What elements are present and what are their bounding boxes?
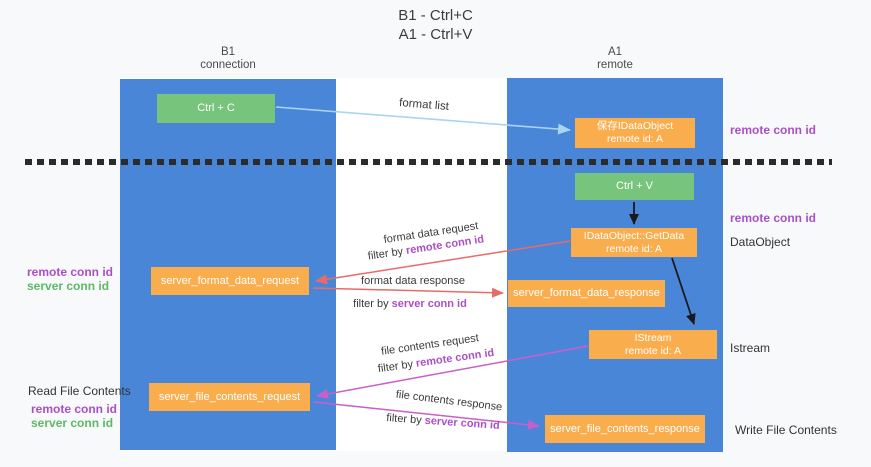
right-label-istream: Istream: [730, 341, 771, 355]
ctrl-c-label: Ctrl + C: [197, 102, 235, 114]
server-file-contents-response-label: server_file_contents_response: [550, 422, 700, 435]
left-label-server-conn-id-2: server conn id: [31, 416, 114, 430]
dashed-separator-line: [25, 159, 832, 165]
left-label-remote-conn-id-1: remote conn id: [27, 265, 114, 279]
istream-line2: remote id: A: [624, 344, 682, 357]
title-line-1: B1 - Ctrl+C: [398, 7, 473, 24]
node-ctrl-v: Ctrl + V: [575, 173, 694, 200]
istream-line1: IStream: [634, 331, 672, 344]
getdata-line2: remote id: A: [605, 242, 663, 255]
node-server-format-data-request: server_format_data_request: [151, 267, 309, 295]
node-istream: IStream remote id: A: [589, 330, 717, 359]
left-label-server-conn-id-1: server conn id: [27, 279, 110, 293]
node-server-file-contents-request: server_file_contents_request: [149, 383, 310, 411]
lane-header-b1: B1 connection: [120, 46, 336, 72]
right-label-remote-conn-id-2: remote conn id: [730, 211, 817, 225]
save-idataobject-line2: remote id: A: [606, 133, 664, 145]
save-idataobject-line1: 保存IDataObject: [596, 120, 674, 132]
server-conn-id-text: server conn id: [391, 298, 467, 310]
filter-by-text: filter by: [353, 298, 389, 310]
server-file-contents-request-label: server_file_contents_request: [158, 390, 301, 403]
lane-b1-role: connection: [200, 59, 256, 71]
right-label-write-file-contents: Write File Contents: [735, 423, 837, 437]
ctrl-v-label: Ctrl + V: [616, 180, 653, 192]
server-format-data-response-label: server_format_data_response: [513, 287, 660, 299]
lane-a1-name: A1: [607, 46, 623, 58]
lane-a1-role: remote: [597, 59, 633, 71]
server-format-data-request-label: server_format_data_request: [160, 274, 300, 287]
title-line-2: A1 - Ctrl+V: [398, 26, 473, 43]
node-server-file-contents-response: server_file_contents_response: [545, 415, 705, 443]
lane-header-a1: A1 remote: [507, 46, 723, 72]
right-label-remote-conn-id-1: remote conn id: [730, 123, 817, 137]
left-label-read-file-contents: Read File Contents: [28, 384, 131, 398]
lane-b1-name: B1: [220, 46, 236, 58]
node-idataobject-getdata: IDataObject::GetData remote id: A: [571, 228, 697, 257]
node-server-format-data-response: server_format_data_response: [508, 280, 665, 307]
right-label-dataobject: DataObject: [730, 235, 791, 249]
filter-by-text: filter by: [385, 412, 423, 427]
label-format-data-response: format data response: [361, 275, 465, 287]
node-save-idataobject: 保存IDataObject remote id: A: [575, 118, 695, 148]
diagram-title: B1 - Ctrl+C A1 - Ctrl+V: [0, 6, 871, 44]
left-label-remote-conn-id-2: remote conn id: [31, 402, 118, 416]
getdata-line1: IDataObject::GetData: [583, 229, 685, 242]
node-ctrl-c: Ctrl + C: [157, 94, 275, 123]
